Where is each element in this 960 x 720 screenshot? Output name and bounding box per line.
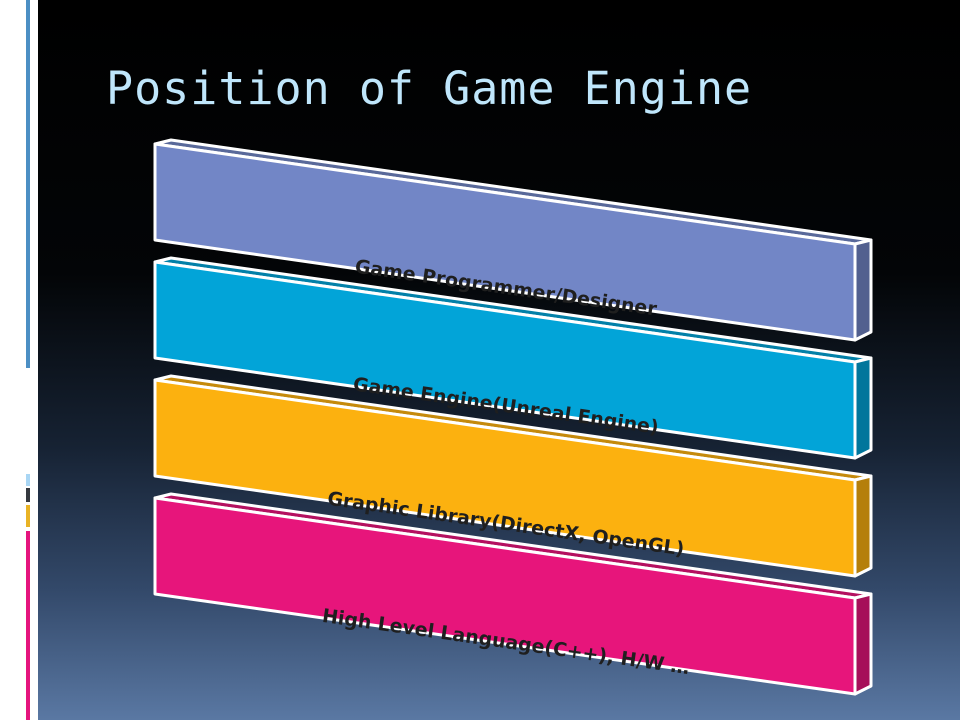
layer-band-1: Game Programmer/Designer xyxy=(153,138,873,342)
accent-bar-yellow xyxy=(26,505,30,527)
layer-band-side xyxy=(853,238,873,342)
layer-band-side xyxy=(853,474,873,578)
layer-band-side xyxy=(853,592,873,696)
layer-band-2: Game Engine(Unreal Engine) xyxy=(153,256,873,460)
layer-band-front xyxy=(153,378,857,578)
accent-bar-pink xyxy=(26,531,30,720)
left-margin-strip xyxy=(0,0,38,720)
layer-band-front xyxy=(153,142,857,342)
accent-bar-blue xyxy=(26,0,30,368)
layer-band-front xyxy=(153,260,857,460)
accent-bar-dark xyxy=(26,488,30,502)
accent-bar-light-blue xyxy=(26,474,30,486)
layer-band-side xyxy=(853,356,873,460)
layer-band-front xyxy=(153,496,857,696)
slide-title: Position of Game Engine xyxy=(106,62,753,115)
